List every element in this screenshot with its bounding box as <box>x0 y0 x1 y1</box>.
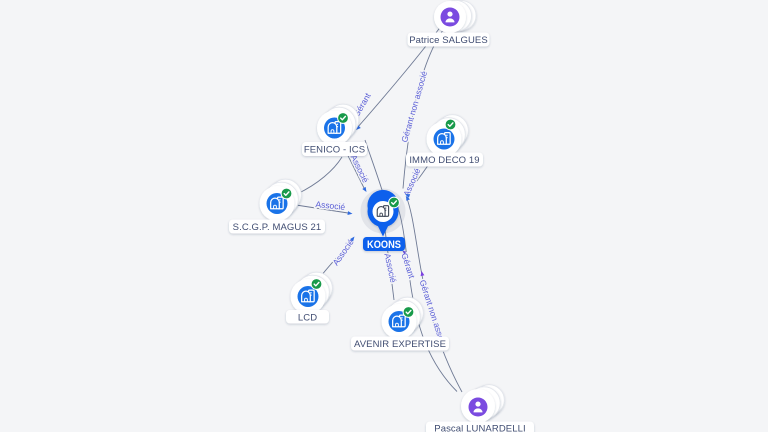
svg-text:KOONS: KOONS <box>367 239 401 251</box>
svg-text:AVENIR EXPERTISE: AVENIR EXPERTISE <box>354 339 446 350</box>
svg-text:FENICO - ICS: FENICO - ICS <box>304 145 365 156</box>
svg-text:Associé: Associé <box>315 199 346 212</box>
svg-text:Patrice SALGUES: Patrice SALGUES <box>409 35 488 46</box>
svg-text:Pascal LUNARDELLI: Pascal LUNARDELLI <box>434 424 525 432</box>
svg-text:S.C.G.P. MAGUS 21: S.C.G.P. MAGUS 21 <box>233 222 322 233</box>
svg-text:IMMO DECO 19: IMMO DECO 19 <box>409 155 479 166</box>
svg-text:LCD: LCD <box>298 312 317 323</box>
